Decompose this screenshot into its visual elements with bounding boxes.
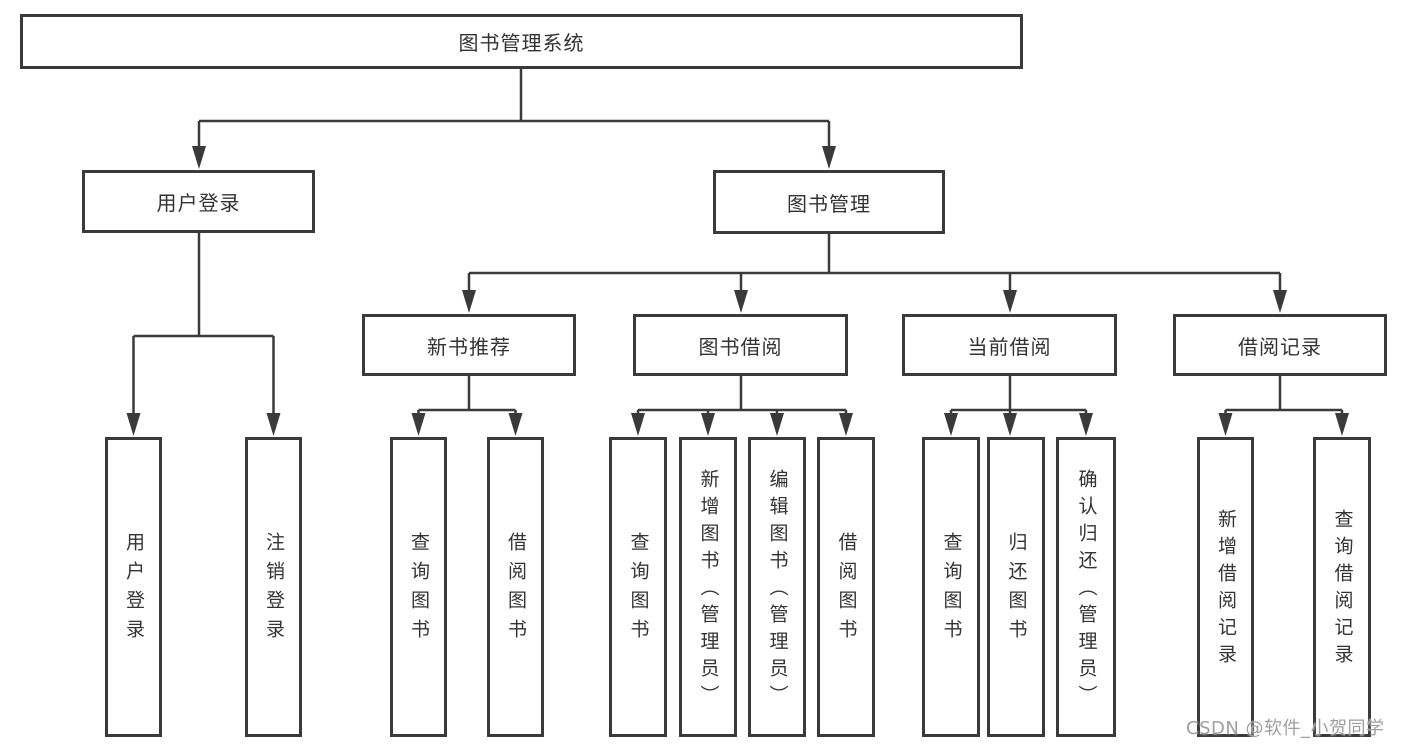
leaf-confirm-return-admin: 确认归还（管理员） (1056, 437, 1116, 737)
node-borrowing-records: 借阅记录 (1173, 314, 1387, 376)
node-book-management: 图书管理 (713, 170, 945, 234)
arrowheads (126, 146, 1349, 436)
leaf-borrow-books-recommend: 借阅图书 (487, 437, 544, 737)
csdn-watermark: CSDN @软件_小贺同学 (1186, 718, 1385, 739)
leaf-user-login: 用户登录 (105, 437, 162, 737)
node-current-borrowing: 当前借阅 (902, 314, 1117, 376)
leaf-borrow-books: 借阅图书 (817, 437, 875, 737)
node-user-login-group: 用户登录 (82, 170, 315, 233)
node-root-library-system: 图书管理系统 (20, 14, 1023, 69)
leaf-query-books-recommend: 查询图书 (390, 437, 447, 737)
leaf-query-books-current: 查询图书 (922, 437, 980, 737)
node-new-book-recommend: 新书推荐 (362, 314, 576, 376)
leaf-query-borrow-record: 查询借阅记录 (1313, 437, 1371, 737)
node-book-borrowing: 图书借阅 (633, 314, 848, 376)
leaf-logout: 注销登录 (245, 437, 302, 737)
leaf-query-books-borrowing: 查询图书 (609, 437, 667, 737)
leaf-add-borrow-record: 新增借阅记录 (1197, 437, 1254, 737)
leaf-add-books-admin: 新增图书（管理员） (679, 437, 737, 737)
leaf-return-books: 归还图书 (987, 437, 1045, 737)
leaf-edit-books-admin: 编辑图书（管理员） (748, 437, 806, 737)
